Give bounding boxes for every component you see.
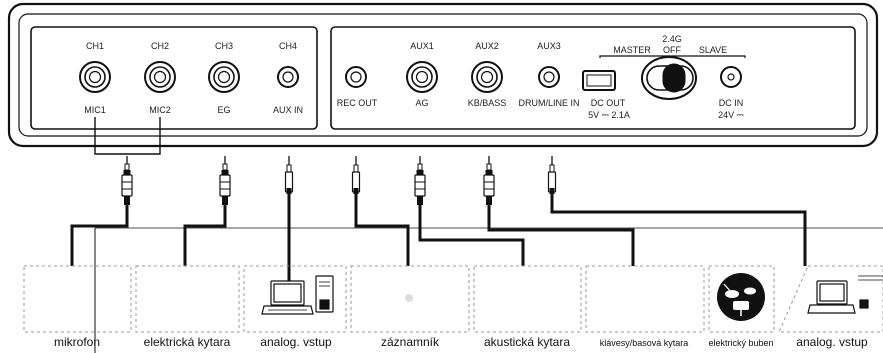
device-box-akusticka-kytara bbox=[473, 265, 582, 333]
device-box-elektricky-buben bbox=[708, 265, 775, 333]
laptop-icon bbox=[261, 280, 314, 315]
dc-out-usb-port[interactable] bbox=[582, 70, 616, 91]
aux1-jack-inner bbox=[411, 66, 433, 88]
device-boxes bbox=[23, 265, 883, 333]
aux2-jack-hole bbox=[480, 70, 494, 84]
device-box-analog-vstup-2 bbox=[778, 265, 883, 333]
ch3-label: CH3 bbox=[215, 41, 233, 51]
mic-y-bracket bbox=[94, 117, 161, 155]
recorder-dot bbox=[405, 294, 413, 302]
caption-zaznamnik: záznamník bbox=[381, 335, 440, 349]
ch3-jack-inner bbox=[213, 66, 235, 88]
switch-title: 2.4G bbox=[662, 34, 682, 44]
aux1-jack-hole bbox=[415, 70, 429, 84]
ch2-jack-inner bbox=[149, 66, 171, 88]
switch-bracket bbox=[599, 55, 746, 58]
aux2-jack-inner bbox=[476, 66, 498, 88]
plug-aux-in bbox=[284, 156, 294, 194]
caption-akusticka-kytara: akustická kytara bbox=[484, 335, 570, 349]
dc-in-jack-pin bbox=[727, 73, 735, 81]
plug-drum-line-in bbox=[547, 156, 557, 194]
drum-icon bbox=[717, 273, 765, 321]
dc-out-usb-tongue bbox=[586, 74, 612, 87]
ch1-jack-hole bbox=[88, 70, 102, 84]
cable-elektricky-buben bbox=[550, 192, 807, 266]
mic1-label: MIC1 bbox=[84, 105, 106, 115]
ch4-label: CH4 bbox=[279, 41, 297, 51]
device-box-zaznamnik bbox=[350, 265, 470, 333]
dc-in-label: DC IN bbox=[719, 98, 744, 108]
caption-elektricky-buben: elektrický buben bbox=[708, 338, 773, 348]
switch-toggle[interactable] bbox=[662, 63, 686, 93]
switch-master-label: MASTER bbox=[613, 45, 651, 55]
aux3-label: AUX3 bbox=[537, 41, 561, 51]
ch4-jack-hole bbox=[282, 71, 294, 83]
cable-elektricka-kytara bbox=[183, 205, 227, 266]
aux-section-frame bbox=[330, 26, 856, 130]
caption-mikrofon: mikrofon bbox=[54, 335, 100, 349]
device-box-analog-vstup bbox=[243, 265, 347, 333]
laptop-icon-2 bbox=[807, 275, 883, 314]
switch-off-label: OFF bbox=[663, 45, 681, 55]
dc-out-label: DC OUT bbox=[591, 98, 626, 108]
drum-line-in-label: DRUM/LINE IN bbox=[518, 98, 579, 108]
kb-bass-label: KB/BASS bbox=[468, 98, 507, 108]
ag-label: AG bbox=[415, 98, 428, 108]
plug-eg bbox=[219, 156, 231, 205]
ch1-label: CH1 bbox=[86, 41, 104, 51]
mixer-rear-panel: CH1 MIC1 CH2 MIC2 CH3 EG CH4 AUX IN REC … bbox=[7, 2, 879, 148]
cable-zaznamnik bbox=[354, 192, 410, 266]
ch2-jack-hole bbox=[153, 70, 167, 84]
device-box-mikrofon bbox=[23, 265, 132, 333]
cable-lines bbox=[70, 117, 883, 353]
panel-inner-frame bbox=[18, 13, 868, 137]
rec-out-label: REC OUT bbox=[337, 98, 378, 108]
aux-in-label: AUX IN bbox=[273, 105, 303, 115]
cable-akusticka-kytara bbox=[418, 205, 525, 266]
input-section-frame bbox=[30, 26, 318, 130]
aux2-label: AUX2 bbox=[475, 41, 499, 51]
device-box-elektricka-kytara bbox=[135, 265, 240, 333]
cable-mikrofon bbox=[70, 205, 129, 266]
ch2-label: CH2 bbox=[151, 41, 169, 51]
plug-rec-out bbox=[351, 156, 361, 194]
switch-slave-label: SLAVE bbox=[699, 45, 727, 55]
cable-klavesy bbox=[487, 205, 635, 266]
caption-klavesy: klávesy/basová kytara bbox=[600, 338, 689, 348]
ch3-jack-hole bbox=[217, 70, 231, 84]
aux3-jack-hole bbox=[543, 71, 555, 83]
plug-mic bbox=[121, 156, 133, 205]
dc-in-spec: 24V ⎓ bbox=[718, 110, 744, 120]
dc-out-spec: 5V ⎓ 2.1A bbox=[588, 110, 630, 120]
ch1-jack-inner bbox=[84, 66, 106, 88]
caption-elektricka-kytara: elektrická kytara bbox=[144, 335, 231, 349]
plug-ag bbox=[414, 156, 426, 205]
mic2-label: MIC2 bbox=[149, 105, 171, 115]
caption-analog-vstup-2: analog. vstup bbox=[796, 335, 868, 349]
plug-kb-bass bbox=[483, 156, 495, 205]
rec-out-jack-hole bbox=[350, 71, 362, 83]
caption-analog-vstup: analog. vstup bbox=[260, 335, 332, 349]
aux1-label: AUX1 bbox=[410, 41, 434, 51]
device-box-klavesy bbox=[585, 265, 705, 333]
pc-tower-icon bbox=[315, 275, 334, 313]
eg-label: EG bbox=[217, 105, 230, 115]
